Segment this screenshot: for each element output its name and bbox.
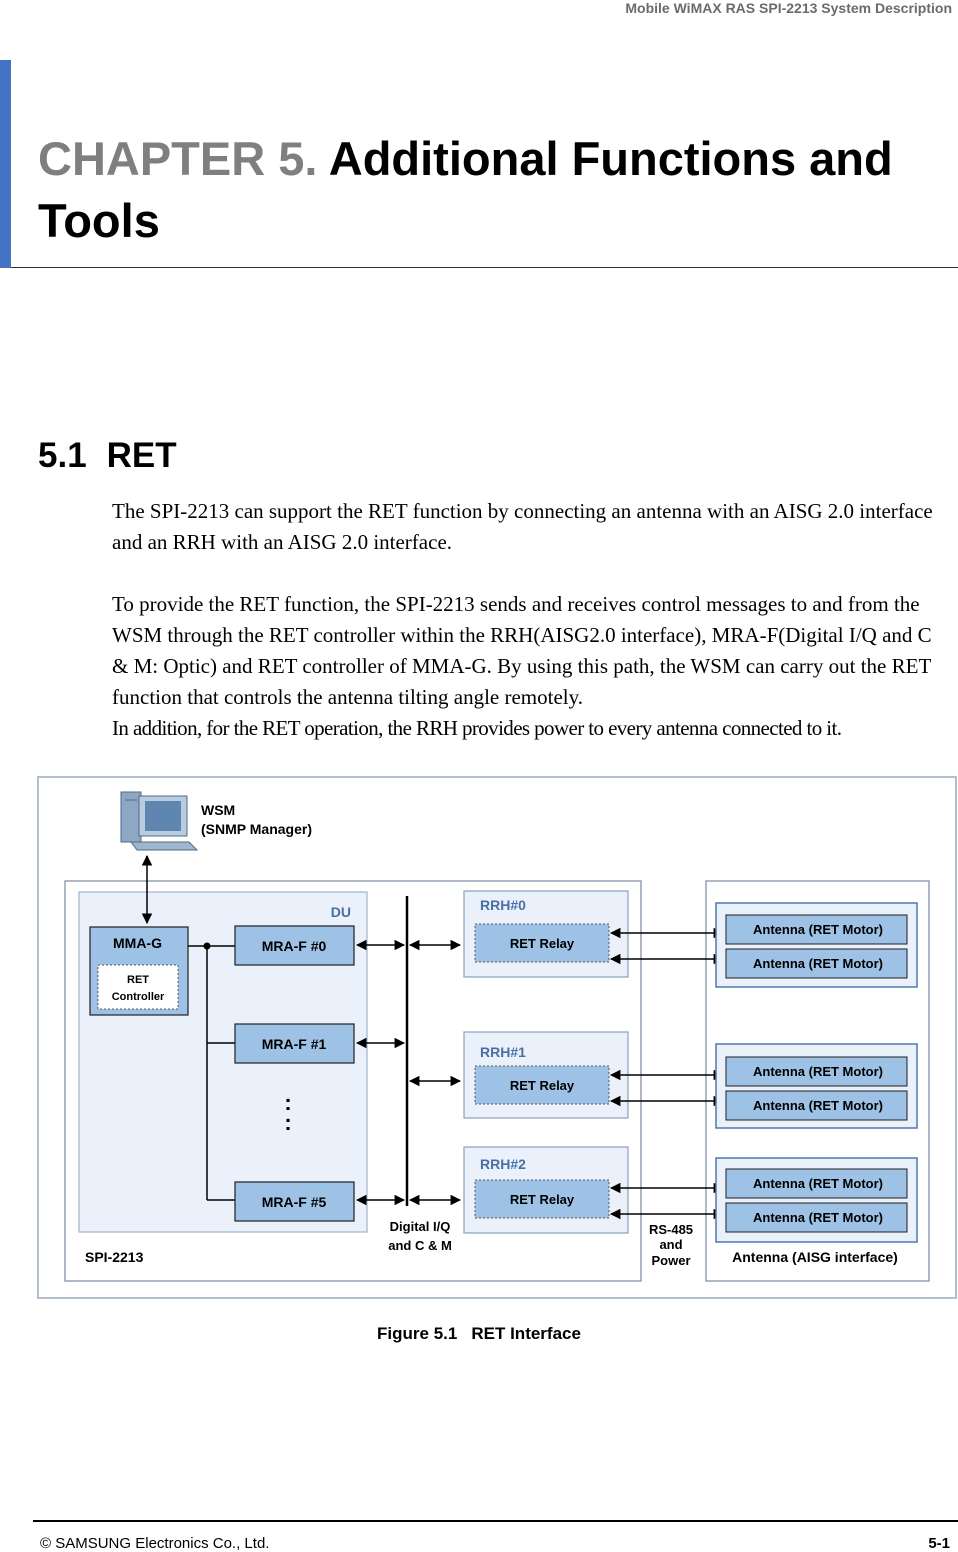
- rrh-label: RRH#2: [480, 1156, 526, 1172]
- mra-f-label: MRA-F #0: [262, 938, 327, 954]
- ret-controller-label: Controller: [112, 991, 165, 1003]
- chapter-number: CHAPTER 5.: [38, 132, 318, 185]
- chapter-accent-bar: [0, 60, 11, 268]
- bus-label: Digital I/Q: [390, 1219, 451, 1234]
- running-header: Mobile WiMAX RAS SPI-2213 System Descrip…: [625, 0, 952, 16]
- section-title: RET: [106, 436, 177, 475]
- chapter-title: Additional Functions and Tools: [38, 132, 893, 247]
- mra-f-module: [234, 1181, 355, 1222]
- ret-controller-label: RET: [127, 974, 149, 986]
- link-label: RS-485: [649, 1222, 693, 1237]
- antenna-motor-label: Antenna (RET Motor): [753, 1064, 883, 1079]
- mma-g-label: MMA-G: [113, 935, 162, 951]
- antenna-motor-box: [725, 948, 908, 979]
- paragraph-2: To provide the RET function, the SPI-221…: [112, 589, 942, 713]
- antenna-motor-box: [725, 914, 908, 945]
- figure-frame: WSM (SNMP Manager) DU MMA-G RET Controll…: [37, 776, 957, 1299]
- antenna-motor-box: [725, 1090, 908, 1121]
- mra-f-label: MRA-F #1: [262, 1036, 327, 1052]
- paragraph-text: In addition, for the RET operation, the …: [112, 716, 842, 740]
- rrh-label: RRH#1: [480, 1044, 526, 1060]
- link-label: Power: [651, 1253, 690, 1268]
- figure-number: Figure 5.1: [377, 1324, 458, 1343]
- chapter-rule: [11, 267, 958, 268]
- wsm-role-label: (SNMP Manager): [201, 821, 312, 837]
- footer-rule: [33, 1520, 958, 1522]
- paragraph-text: The SPI-2213 can support the RET functio…: [112, 499, 933, 554]
- ret-relay-box: [474, 923, 610, 963]
- ret-relay-label: RET Relay: [510, 1078, 575, 1093]
- bus-label: and C & M: [388, 1238, 452, 1253]
- section-heading: 5.1 RET: [38, 436, 177, 476]
- paragraph-1: The SPI-2213 can support the RET functio…: [112, 496, 942, 558]
- antenna-motor-label: Antenna (RET Motor): [753, 1098, 883, 1113]
- footer-copyright: © SAMSUNG Electronics Co., Ltd.: [40, 1535, 270, 1552]
- paragraph-text: To provide the RET function, the SPI-221…: [112, 592, 932, 709]
- link-label: and: [659, 1237, 682, 1252]
- antenna-motor-box: [725, 1202, 908, 1233]
- antenna-motor-label: Antenna (RET Motor): [753, 956, 883, 971]
- ret-relay-label: RET Relay: [510, 936, 575, 951]
- ellipsis-mark: :: [284, 1110, 291, 1135]
- wsm-label: WSM: [201, 802, 235, 818]
- paragraph-3: In addition, for the RET operation, the …: [112, 713, 942, 744]
- antenna-motor-box: [725, 1056, 908, 1087]
- ret-controller-box: [97, 964, 179, 1010]
- mra-f-module: [234, 925, 355, 966]
- section-number: 5.1: [38, 436, 87, 475]
- antenna-system-label: Antenna (AISG interface): [732, 1249, 898, 1265]
- spi-2213-label: SPI-2213: [85, 1249, 144, 1265]
- ellipsis-mark: :: [284, 1090, 291, 1115]
- du-label: DU: [331, 904, 351, 920]
- rrh-label: RRH#0: [480, 897, 526, 913]
- antenna-motor-box: [725, 1168, 908, 1199]
- ret-interface-diagram: WSM (SNMP Manager) DU MMA-G RET Controll…: [64, 791, 930, 1282]
- ret-relay-box: [474, 1179, 610, 1219]
- computer-icon: [120, 791, 199, 851]
- chapter-heading: CHAPTER 5. Additional Functions and Tool…: [38, 128, 938, 252]
- figure-caption: Figure 5.1 RET Interface: [0, 1324, 958, 1344]
- antenna-motor-label: Antenna (RET Motor): [753, 1210, 883, 1225]
- mra-f-label: MRA-F #5: [262, 1194, 327, 1210]
- page-number: 5-1: [928, 1535, 950, 1552]
- antenna-motor-label: Antenna (RET Motor): [753, 922, 883, 937]
- ret-relay-label: RET Relay: [510, 1192, 575, 1207]
- antenna-motor-label: Antenna (RET Motor): [753, 1176, 883, 1191]
- mra-f-module: [234, 1023, 355, 1064]
- figure-title: RET Interface: [471, 1324, 581, 1343]
- ret-relay-box: [474, 1065, 610, 1105]
